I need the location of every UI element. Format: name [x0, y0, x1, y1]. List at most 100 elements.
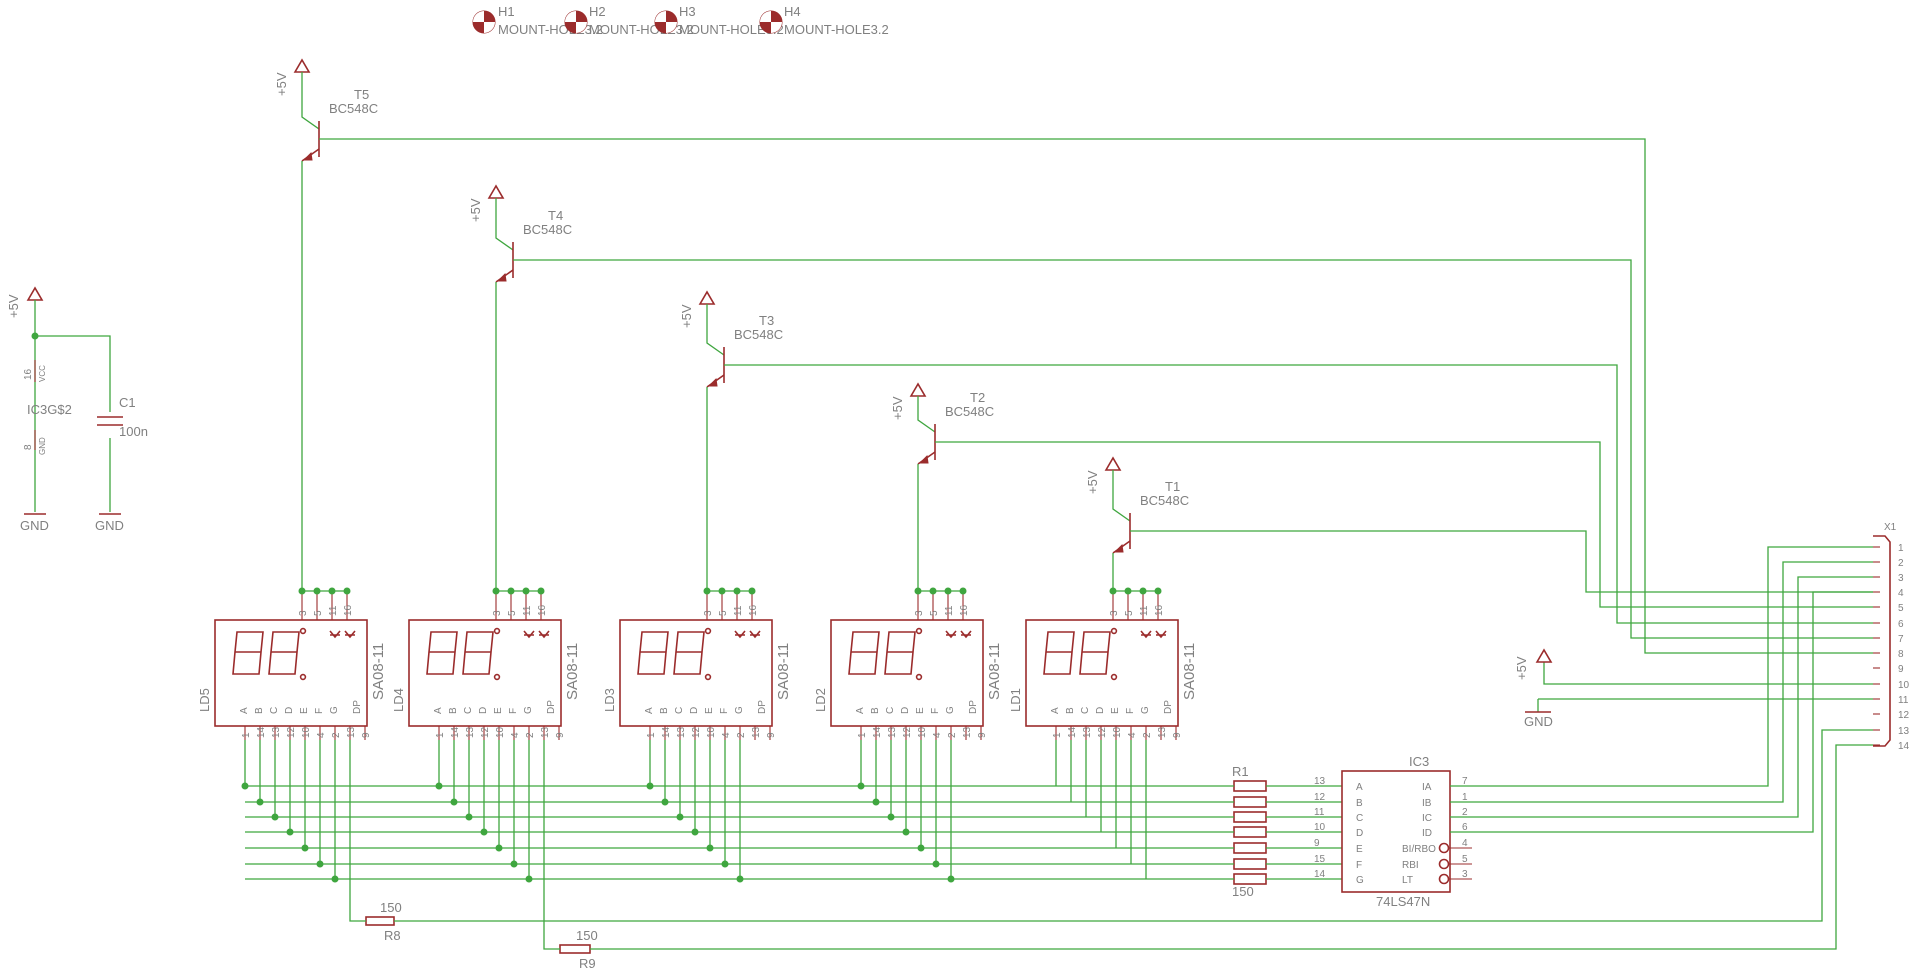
- resistor-array-element[interactable]: [1233, 873, 1267, 885]
- segment-label: D: [284, 707, 295, 714]
- segment-label: E: [704, 707, 715, 714]
- transistor-value: BC548C: [523, 222, 572, 237]
- segment-label: C: [674, 707, 685, 714]
- decoder-pin-number: 7: [1462, 776, 1468, 787]
- display-pin-number: 12: [1097, 726, 1108, 738]
- display-pin-number: 13: [676, 726, 687, 738]
- connector-pin-number: 11: [1898, 695, 1909, 706]
- mount-hole-h2[interactable]: [564, 10, 588, 34]
- display-pin-number: 1: [646, 732, 657, 738]
- display-pin-number: 14: [450, 726, 461, 738]
- display-pin-number: 16: [343, 604, 354, 616]
- display-pin-number: 13: [962, 726, 973, 738]
- resistor-array-element[interactable]: [1233, 826, 1267, 838]
- resistor-array-element[interactable]: [1233, 796, 1267, 808]
- segment-label: C: [885, 707, 896, 714]
- transistor-value: BC548C: [734, 327, 783, 342]
- display-pin-number: 16: [1154, 604, 1165, 616]
- gnd-pin-name: GND: [38, 437, 47, 455]
- display-pin-number: 3: [914, 610, 925, 616]
- segment-label: E: [493, 707, 504, 714]
- decoder-pin-number: 2: [1462, 807, 1468, 818]
- resistor-array-element[interactable]: [1233, 780, 1267, 792]
- resistor-array-element[interactable]: [1233, 858, 1267, 870]
- supply-label: +5V: [274, 72, 289, 96]
- display-pin-number: 4: [316, 732, 327, 738]
- segment-label: A: [433, 707, 444, 714]
- display-pin-number: 9: [555, 732, 566, 738]
- display-pin-number: 5: [507, 610, 518, 616]
- mount-hole-value: MOUNT-HOLE3.2: [784, 22, 889, 37]
- segment-label: DP: [352, 700, 363, 714]
- display-pin-number: 4: [932, 732, 943, 738]
- ground-label: GND: [95, 518, 124, 533]
- supply-symbol[interactable]: [698, 290, 716, 305]
- transistor-value: BC548C: [1140, 493, 1189, 508]
- decoder-pin-name: C: [1356, 813, 1363, 824]
- supply-symbol[interactable]: [293, 58, 311, 73]
- connector-body[interactable]: [1873, 535, 1891, 747]
- decoder-pin-name: D: [1356, 828, 1363, 839]
- connector-pin-number: 10: [1898, 680, 1910, 691]
- display-pin-number: 5: [718, 610, 729, 616]
- display-value: SA08-11: [775, 643, 792, 700]
- display-pin-number: 10: [1112, 726, 1123, 738]
- transistor-ref: T3: [759, 313, 774, 328]
- display-pin-number: 4: [721, 732, 732, 738]
- supply-symbol[interactable]: [26, 286, 44, 301]
- display-pin-number: 5: [1124, 610, 1135, 616]
- segment-label: F: [508, 708, 519, 714]
- resistor-array-value: 150: [1232, 884, 1254, 899]
- display-pin-number: 14: [1067, 726, 1078, 738]
- resistor-r9[interactable]: [559, 944, 591, 954]
- display-pin-number: 9: [361, 732, 372, 738]
- mount-hole-h1[interactable]: [472, 10, 496, 34]
- display-ld5[interactable]: [214, 619, 368, 727]
- mount-hole-ref: H2: [589, 4, 606, 19]
- mount-hole-h4[interactable]: [759, 10, 783, 34]
- connector-supply-label: +5V: [1514, 656, 1529, 680]
- decoder-pin-name: IB: [1422, 798, 1432, 809]
- supply-label: +5V: [890, 396, 905, 420]
- transistor-ref: T4: [548, 208, 563, 223]
- connector-pin-number: 7: [1898, 634, 1904, 645]
- display-ld4[interactable]: [408, 619, 562, 727]
- supply-symbol[interactable]: [1104, 456, 1122, 471]
- supply-symbol[interactable]: [909, 382, 927, 397]
- resistor-array-element[interactable]: [1233, 842, 1267, 854]
- resistor-r8[interactable]: [365, 916, 395, 926]
- power-block: +5V 16 VCC IC3G$2 8 GND C1 100n GND GND: [6, 286, 148, 533]
- decoder-pin-name: F: [1356, 860, 1362, 871]
- segment-label: E: [915, 707, 926, 714]
- display-ld1[interactable]: [1025, 619, 1179, 727]
- resistor-ref: R9: [579, 956, 596, 971]
- display-ld2[interactable]: [830, 619, 984, 727]
- gnd-pin-number: 8: [23, 444, 34, 450]
- decoder-pin-number: 11: [1314, 807, 1325, 818]
- supply-symbol[interactable]: [487, 184, 505, 199]
- display-pin-number: 14: [256, 726, 267, 738]
- decoder-pin-number: 6: [1462, 822, 1468, 833]
- segment-label: E: [299, 707, 310, 714]
- supply-label: +5V: [468, 198, 483, 222]
- display-pin-number: 16: [959, 604, 970, 616]
- resistor-array-element[interactable]: [1233, 811, 1267, 823]
- display-ld3[interactable]: [619, 619, 773, 727]
- resistor-array: R1 150: [1232, 764, 1342, 899]
- display-pin-number: 5: [929, 610, 940, 616]
- segment-label: D: [1095, 707, 1106, 714]
- connector-pin-number: 5: [1898, 603, 1904, 614]
- display-ref: LD5: [197, 688, 212, 712]
- resistor-array-ref: R1: [1232, 764, 1249, 779]
- display-pin-number: 1: [435, 732, 446, 738]
- capacitor-c1[interactable]: [97, 416, 123, 426]
- supply-symbol[interactable]: [1535, 648, 1553, 663]
- connector-pin-number: 9: [1898, 664, 1904, 675]
- display-pin-number: 3: [1109, 610, 1120, 616]
- transistor-value: BC548C: [945, 404, 994, 419]
- mount-hole-h3[interactable]: [654, 10, 678, 34]
- mount-hole-ref: H4: [784, 4, 801, 19]
